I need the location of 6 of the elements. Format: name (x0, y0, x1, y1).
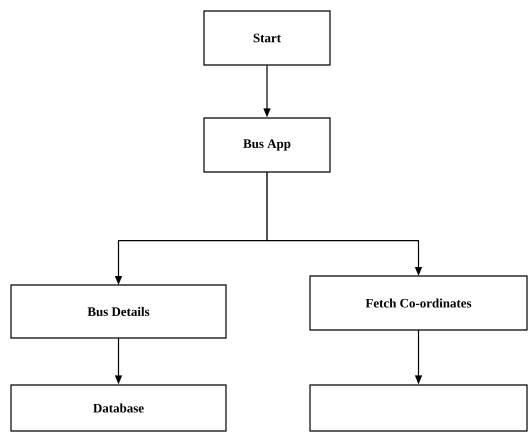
process-box: Bus App (203, 117, 331, 173)
process-box: Fetch Co-ordinates (309, 275, 528, 331)
process-box: Database (10, 384, 227, 432)
empty-box (309, 384, 528, 432)
process-box: Bus Details (10, 284, 227, 339)
process-box: Start (203, 10, 331, 66)
